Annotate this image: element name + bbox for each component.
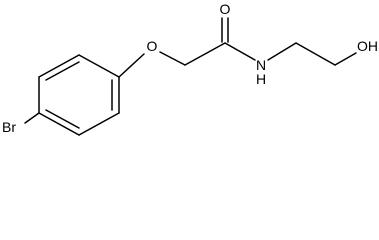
carbonyl-oxygen-label: O [220,1,231,17]
hydroxyl-label: OH [357,38,378,54]
ring-double-bond [45,61,80,81]
amide-nitrogen-label: N [256,57,266,73]
c-n-bond [224,42,256,61]
ring-bond [78,54,120,78]
ether-oxygen-label: O [147,38,158,54]
ch2-c-bond [184,42,226,66]
ring-bond [38,54,80,78]
benzene-ring [38,54,120,136]
n-ch2-bond [267,42,297,61]
bromine-label: Br [2,119,16,135]
ch2-oh-bond [334,52,357,66]
ring-bond [78,112,120,136]
c-br-bond [24,112,40,124]
ring-bond [38,112,80,136]
chemical-structure: Br O O N H OH [2,1,378,136]
ch2-ch2-bond [295,42,336,66]
c-o-bond [118,53,145,78]
o-ch2-bond [159,51,186,66]
amide-hydrogen-label: H [256,71,266,87]
ring-double-bond [45,109,80,129]
